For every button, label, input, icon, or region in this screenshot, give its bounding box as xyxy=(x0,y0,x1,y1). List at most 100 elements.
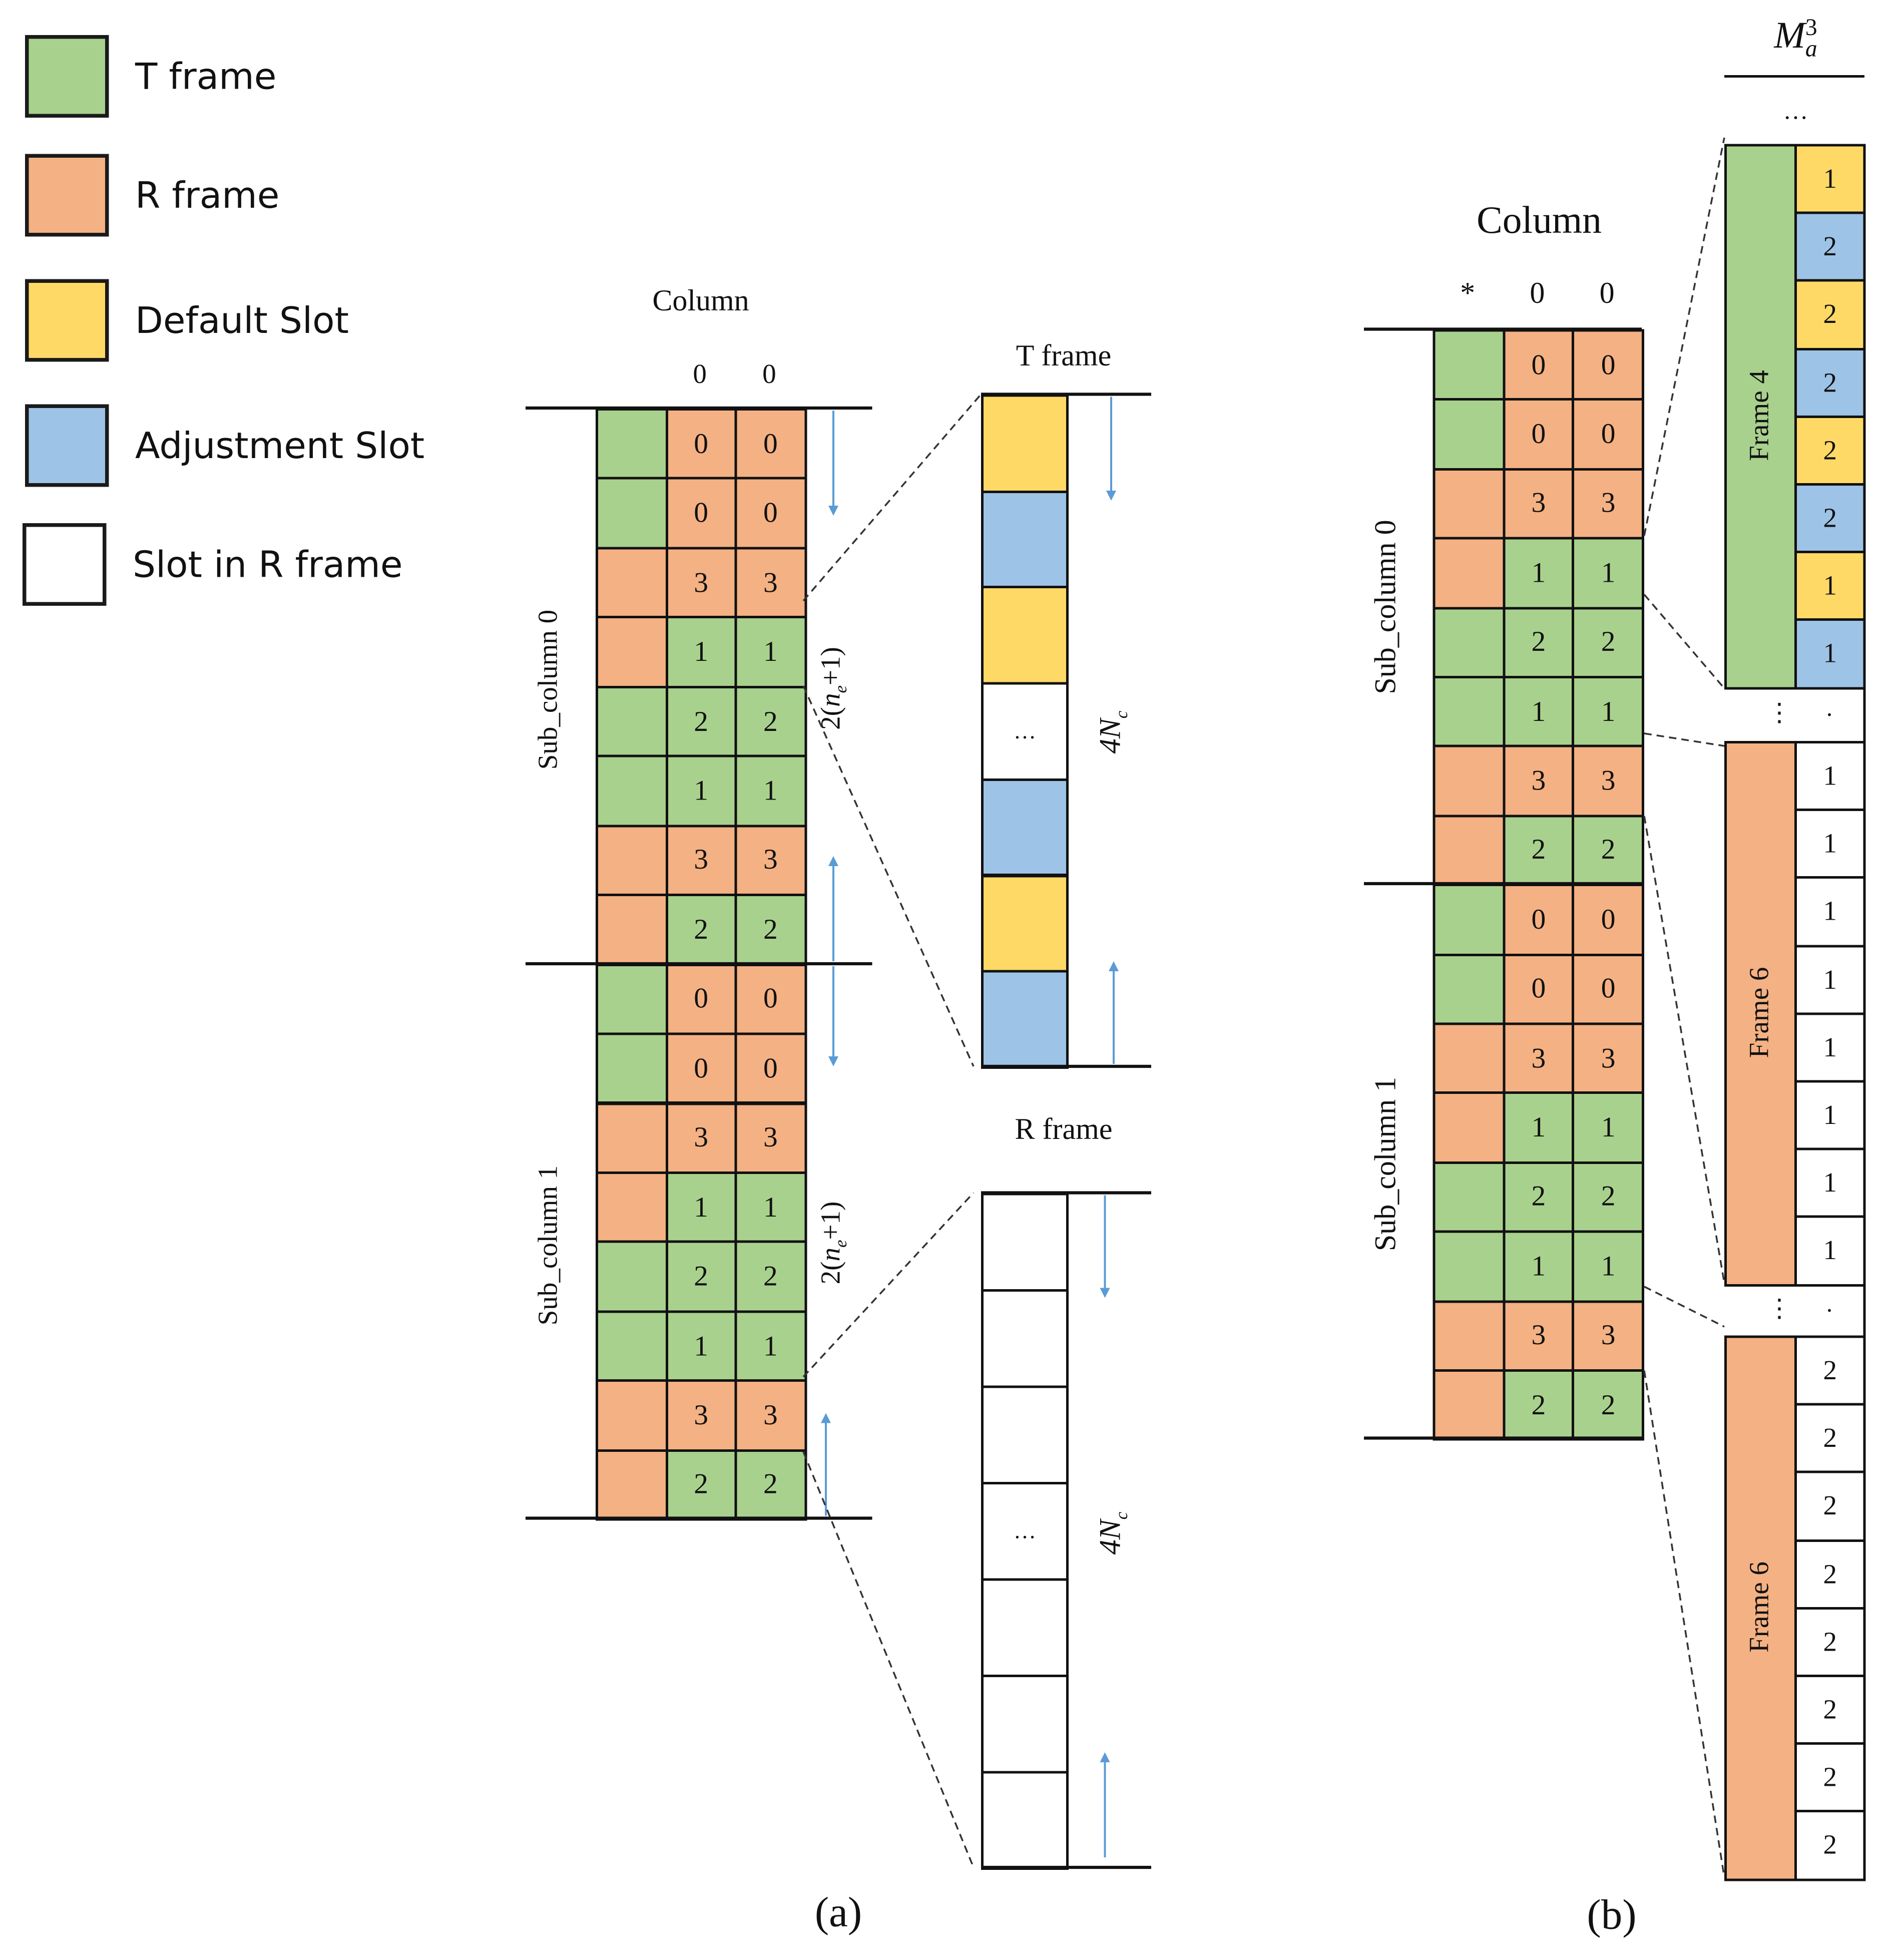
grid-cell: 2 xyxy=(1502,814,1575,887)
slot-cell: 2 xyxy=(1794,415,1866,486)
frame-slot xyxy=(981,970,1069,1069)
grid-cell xyxy=(1433,398,1505,471)
grid-cell xyxy=(1433,1022,1505,1094)
grid-cell: 3 xyxy=(1572,1022,1645,1094)
grid-cell: 3 xyxy=(665,1379,737,1452)
grid-cell xyxy=(1433,1230,1505,1303)
sub-column-0-label: Sub_column 0 xyxy=(1370,520,1403,694)
grid-cell xyxy=(1433,537,1505,609)
grid-cell: 1 xyxy=(665,755,737,827)
slot-cell: 2 xyxy=(1794,1335,1866,1406)
grid-cell: 2 xyxy=(1502,1369,1575,1441)
legend-label: Slot in R frame xyxy=(133,543,403,586)
grid-cell: 1 xyxy=(1572,537,1645,609)
grid-cell: 2 xyxy=(1502,606,1575,678)
gap-ellipsis: ⋮ xyxy=(1767,700,1792,728)
frame-slot xyxy=(981,874,1069,973)
grid-cell: 1 xyxy=(734,755,807,827)
r-frame-length-label: 4Nc xyxy=(1095,1511,1132,1555)
grid-cell: 0 xyxy=(1572,884,1645,956)
grid-cell xyxy=(1433,814,1505,887)
grid-cell: 2 xyxy=(734,1241,807,1313)
column-header: 0 xyxy=(762,358,776,389)
grid-cell xyxy=(596,894,668,966)
grid-cell: 0 xyxy=(1572,953,1645,1025)
grid-cell: 2 xyxy=(734,1449,807,1521)
grid-cell: 2 xyxy=(665,1449,737,1521)
grid-cell: 2 xyxy=(1572,1161,1645,1233)
grid-cell: 0 xyxy=(734,408,807,480)
grid-cell: 0 xyxy=(734,1032,807,1105)
span-label-0: 2(ne+1) xyxy=(814,647,851,730)
caption-a: (a) xyxy=(814,1890,862,1936)
grid-cell xyxy=(596,1171,668,1244)
grid-cell: 2 xyxy=(665,894,737,966)
grid-cell: 0 xyxy=(1502,329,1575,401)
grid-cell: 3 xyxy=(734,824,807,897)
grid-cell: 0 xyxy=(665,963,737,1035)
grid-cell: 1 xyxy=(1572,1230,1645,1303)
grid-cell: 0 xyxy=(1502,398,1575,471)
grid-cell xyxy=(1433,329,1505,401)
grid-cell: 3 xyxy=(734,1102,807,1174)
legend-swatch-default-slot xyxy=(25,279,109,362)
grid-cell: 2 xyxy=(1572,814,1645,887)
grid-cell: 1 xyxy=(1572,676,1645,748)
frame-slot xyxy=(981,394,1069,493)
grid-cell xyxy=(1433,745,1505,817)
column-title: Column xyxy=(1477,198,1602,242)
slot-cell: 1 xyxy=(1794,1012,1866,1083)
span-label-1: 2(ne+1) xyxy=(814,1201,851,1285)
grid-cell: 0 xyxy=(734,477,807,550)
grid-cell xyxy=(1433,468,1505,540)
slot-cell: 2 xyxy=(1794,347,1866,418)
grid-cell xyxy=(596,755,668,827)
slot-cell: 2 xyxy=(1794,1538,1866,1610)
grid-cell: 2 xyxy=(1502,1161,1575,1233)
slot-cell: 2 xyxy=(1794,1742,1866,1813)
grid-cell xyxy=(596,1449,668,1521)
slot-cell: 1 xyxy=(1794,944,1866,1015)
grid-cell xyxy=(596,1310,668,1382)
matrix-top-ellipsis: … xyxy=(1783,98,1808,125)
grid-cell: 0 xyxy=(1502,953,1575,1025)
slot-cell: 2 xyxy=(1794,1607,1866,1677)
slot-cell: 1 xyxy=(1794,618,1866,689)
t-frame-length-label: 4Nc xyxy=(1095,710,1132,754)
grid-cell: 0 xyxy=(1572,329,1645,401)
grid-cell xyxy=(596,685,668,758)
grid-cell xyxy=(596,1102,668,1174)
column-header: 0 xyxy=(1599,278,1615,310)
slot-cell: 1 xyxy=(1794,876,1866,947)
grid-cell: 3 xyxy=(1502,745,1575,817)
column-header: 0 xyxy=(693,358,707,389)
frame-block xyxy=(1724,741,1797,1286)
matrix-header-line xyxy=(1724,75,1864,78)
legend-label: R frame xyxy=(135,174,280,217)
grid-cell xyxy=(596,824,668,897)
legend-label: Adjustment Slot xyxy=(135,424,425,467)
grid-cell: 3 xyxy=(1572,745,1645,817)
gap-dot: . xyxy=(1826,695,1833,723)
frame-block xyxy=(1724,144,1797,689)
legend-label: T frame xyxy=(135,55,277,98)
slot-cell: 2 xyxy=(1794,279,1866,350)
column-header: * xyxy=(1460,278,1476,310)
grid-cell xyxy=(1433,884,1505,956)
column-header: 0 xyxy=(1530,278,1545,310)
grid-cell xyxy=(596,408,668,480)
grid-cell: 0 xyxy=(665,1032,737,1105)
frame-slot xyxy=(981,1385,1069,1484)
grid-cell: 1 xyxy=(734,616,807,688)
slot-cell: 2 xyxy=(1794,1471,1866,1541)
grid-cell: 3 xyxy=(1502,468,1575,540)
sub-column-0-label: Sub_column 0 xyxy=(532,609,564,770)
grid-cell: 1 xyxy=(665,1310,737,1382)
grid-cell: 2 xyxy=(1572,1369,1645,1441)
slot-cell: 2 xyxy=(1794,211,1866,282)
grid-cell xyxy=(596,963,668,1035)
grid-cell: 3 xyxy=(734,1379,807,1452)
frame-gap xyxy=(1724,689,1866,741)
grid-cell xyxy=(1433,953,1505,1025)
